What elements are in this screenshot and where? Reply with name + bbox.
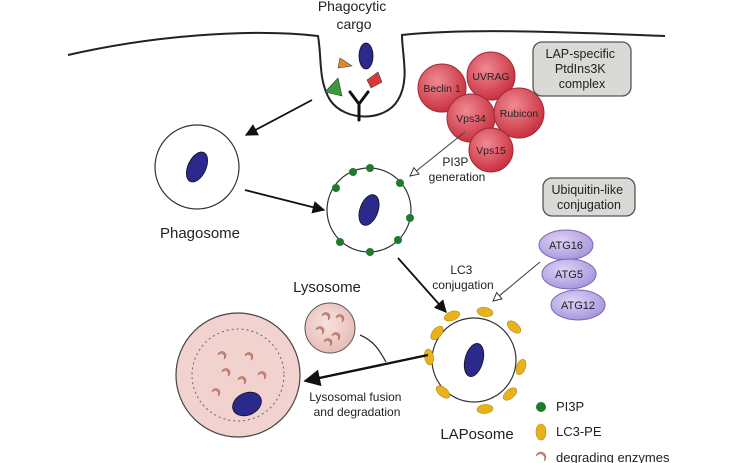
protein-uvrag: UVRAG <box>466 51 516 101</box>
protein-beclin1: Beclin 1 <box>417 63 467 113</box>
label-laposome: LAPosome <box>440 426 513 443</box>
receptor-icon <box>348 90 370 122</box>
legend-item-lc3-pe: LC3-PE <box>535 423 602 441</box>
svg-text:LC3-PE: LC3-PE <box>556 424 602 439</box>
label-phagocytic-cargo: Phagocytic cargo <box>318 0 390 32</box>
svg-text:PI3P: PI3P <box>556 399 584 414</box>
protein-rubicon: Rubicon <box>493 87 545 139</box>
label-lysosomal-fusion: Lysosomal fusion and degradation <box>309 390 405 419</box>
ptdins3k-complex: Beclin 1 UVRAG Vps34 Rubicon Vps15 <box>417 51 545 173</box>
box-lap-complex: LAP-specific PtdIns3K complex <box>532 41 632 97</box>
svg-text:Beclin 1: Beclin 1 <box>423 83 461 95</box>
arrow-phagosome-to-pi3p <box>244 189 326 214</box>
svg-text:Rubicon: Rubicon <box>500 108 539 120</box>
legend-item-pi3p: PI3P <box>536 399 584 414</box>
cargo-triangle-green <box>324 77 343 97</box>
phagolysosome-enzymes <box>211 351 267 397</box>
box-ubiquitin-like: Ubiquitin-like conjugation <box>542 177 636 217</box>
cargo-triangle-orange <box>337 57 353 69</box>
pi3p-phagosome <box>326 164 414 256</box>
label-phagosome: Phagosome <box>160 225 240 242</box>
phagolysosome <box>175 312 301 438</box>
protein-atg5: ATG5 <box>541 258 597 290</box>
protein-vps15: Vps15 <box>468 127 514 173</box>
legend-item-degrading-enzymes: degrading enzymes <box>535 450 670 463</box>
lysosome-enzymes <box>315 312 345 347</box>
svg-text:Ubiquitin-like conjugati: Ubiquitin-like conjugation <box>551 183 626 212</box>
lysosome-to-fusion-line <box>359 334 387 363</box>
svg-text:Vps34: Vps34 <box>456 113 486 125</box>
arrow-lc3-conjugation <box>493 261 541 301</box>
arrow-laposome-to-degradation <box>303 353 429 387</box>
svg-text:LAP-specific PtdIns3K: LAP-specific PtdIns3K complex <box>546 47 619 91</box>
phagosome-cargo <box>186 151 208 183</box>
svg-text:Vps15: Vps15 <box>476 145 506 157</box>
arrow-pi3p-to-laposome <box>397 257 447 313</box>
pi3p-dots <box>332 164 414 256</box>
lysosome <box>304 302 356 354</box>
svg-text:ATG12: ATG12 <box>561 300 595 312</box>
phagocytic-cargo <box>324 42 383 122</box>
pi3p-phagosome-cargo <box>358 194 380 226</box>
svg-text:UVRAG: UVRAG <box>472 71 509 83</box>
label-lysosome: Lysosome <box>293 279 361 296</box>
cargo-bacterium <box>358 42 374 70</box>
cargo-diamond-red <box>366 71 383 89</box>
legend: PI3P LC3-PE degrading enzymes <box>535 399 670 463</box>
svg-text:ATG16: ATG16 <box>549 240 583 252</box>
phagolysosome-cargo <box>232 391 262 417</box>
protein-atg12: ATG12 <box>550 289 606 321</box>
svg-text:degrading enzymes: degrading enzymes <box>556 450 670 463</box>
laposome <box>424 307 527 414</box>
phagosome <box>154 124 240 210</box>
label-lc3-conjugation: LC3 conjugation <box>432 263 493 292</box>
arrow-cup-to-phagosome <box>244 99 313 136</box>
svg-text:ATG5: ATG5 <box>555 269 583 281</box>
laposome-cargo <box>463 343 485 377</box>
arrow-pi3p-generation <box>410 131 466 176</box>
protein-atg16: ATG16 <box>538 229 594 261</box>
label-pi3p-generation: PI3P generation <box>429 155 486 184</box>
plasma-membrane <box>67 30 666 118</box>
atg-conjugation-system: ATG16 ATG5 ATG12 <box>538 229 606 321</box>
lc3-pe-marks <box>424 307 527 414</box>
